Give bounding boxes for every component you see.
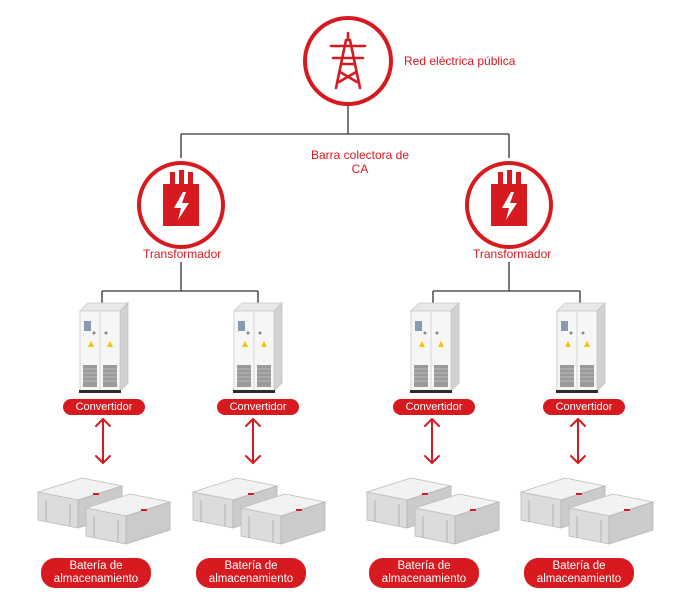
converter-cabinet-2 xyxy=(232,302,283,394)
transformer-icon xyxy=(163,170,199,226)
transmission-tower-icon xyxy=(329,31,367,90)
battery-label-3: Batería de almacenamiento xyxy=(369,558,479,588)
battery-label-3-line1: Batería de xyxy=(397,560,451,572)
converter-label-2: Convertidor xyxy=(217,399,299,415)
battery-label-2-line2: almacenamiento xyxy=(208,573,294,585)
converter-cabinet-3 xyxy=(409,302,460,394)
grid-node xyxy=(303,16,393,106)
battery-group-1 xyxy=(38,478,170,544)
battery-label-4-line2: almacenamiento xyxy=(536,573,622,585)
converter-cabinet-1 xyxy=(78,302,129,394)
busbar-label-line2: CA xyxy=(351,162,369,176)
converter-label-1: Convertidor xyxy=(63,399,145,415)
bidirectional-arrow-icon xyxy=(245,418,261,464)
busbar-label-line1: Barra colectora de xyxy=(310,148,410,162)
battery-label-2: Batería de almacenamiento xyxy=(196,558,306,588)
transformer-label-left: Transformador xyxy=(143,247,222,261)
battery-group-2 xyxy=(193,478,325,544)
bidirectional-arrow-icon xyxy=(95,418,111,464)
battery-label-4: Batería de almacenamiento xyxy=(524,558,634,588)
converter-label-3: Convertidor xyxy=(393,399,475,415)
battery-label-3-line2: almacenamiento xyxy=(381,573,467,585)
grid-label: Red eléctrica pública xyxy=(404,54,516,68)
battery-label-4-line1: Batería de xyxy=(552,560,606,572)
converter-cabinet-4 xyxy=(555,302,606,394)
battery-group-4 xyxy=(521,478,653,544)
busbar-label: Barra colectora de CA xyxy=(290,148,430,176)
converter-label-4: Convertidor xyxy=(543,399,625,415)
transformer-node-left xyxy=(137,161,225,249)
battery-label-1-line1: Batería de xyxy=(69,560,123,572)
transformer-node-right xyxy=(465,161,553,249)
transformer-label-right: Transformador xyxy=(473,247,552,261)
bidirectional-arrow-icon xyxy=(570,418,586,464)
battery-label-1: Batería de almacenamiento xyxy=(41,558,151,588)
battery-label-1-line2: almacenamiento xyxy=(53,573,139,585)
battery-group-3 xyxy=(367,478,499,544)
transformer-icon xyxy=(491,170,527,226)
battery-label-2-line1: Batería de xyxy=(224,560,278,572)
bidirectional-arrow-icon xyxy=(424,418,440,464)
connection-lines xyxy=(101,104,581,307)
